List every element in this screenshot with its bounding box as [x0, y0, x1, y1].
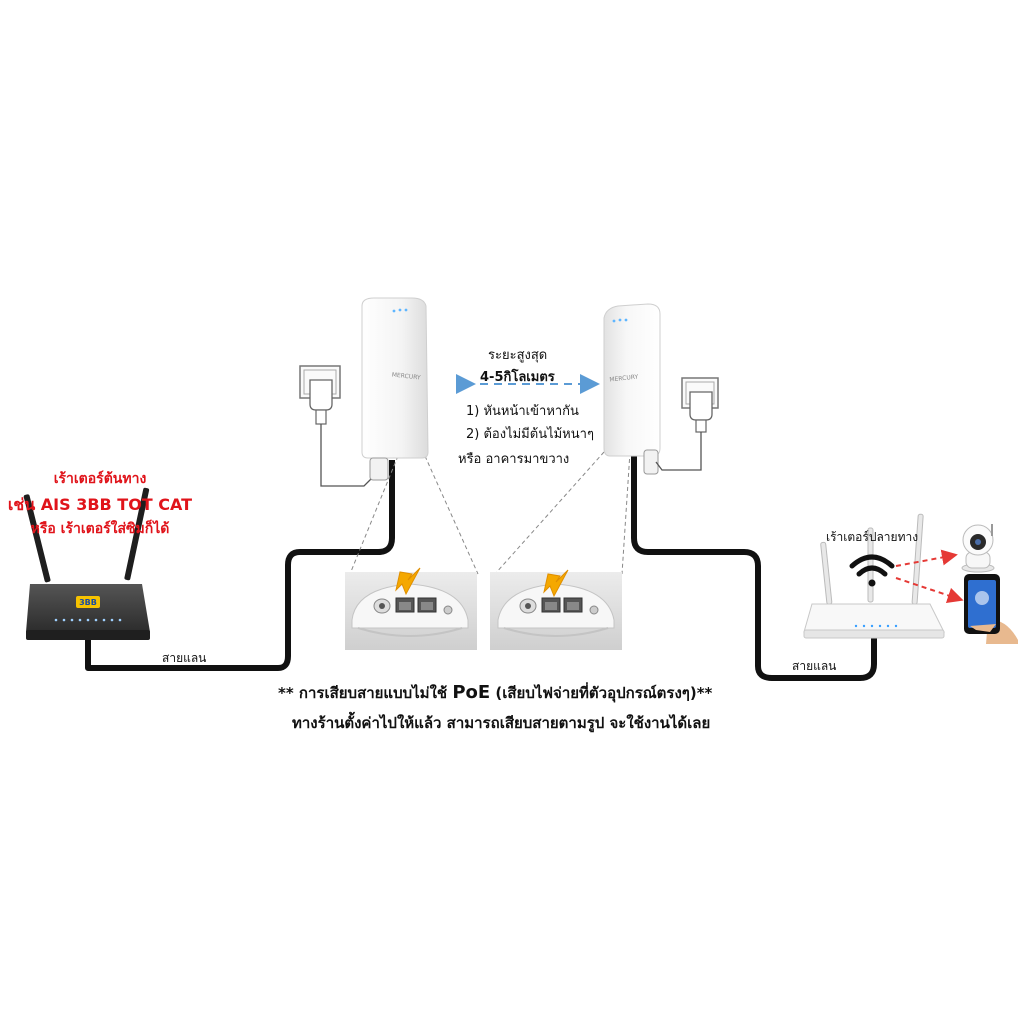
isp-badge — [76, 596, 100, 608]
signal-arrow-camera — [895, 549, 958, 567]
source-router-label-1: เร้าเตอร์ต้นทาง — [53, 471, 147, 487]
right-outdoor-cpe: MERCURY — [603, 303, 661, 475]
cpe-brand-left: MERCURY — [391, 372, 421, 382]
wifi-icon — [849, 554, 895, 587]
power-adapter-icon — [655, 377, 719, 471]
range-distance: 4-5กิโลเมตร — [480, 370, 555, 385]
zoom-guides — [349, 451, 631, 575]
cable-label-right: สายแลน — [792, 659, 837, 673]
source-router-label-3: หรือ เร้าเตอร์ใส่ซิมก็ได้ — [30, 521, 170, 537]
ip-camera-icon — [961, 524, 995, 573]
isp-badge-text: 3BB — [79, 598, 97, 607]
source-router: 3BB — [23, 487, 150, 640]
smartphone-icon — [964, 574, 1018, 644]
range-title: ระยะสูงสุด — [488, 348, 548, 363]
footer-note-line-2: ทางร้านตั้งค่าไปให้แล้ว สามารถเสียบสายตา… — [292, 714, 711, 732]
power-adapter-icon — [299, 365, 373, 487]
footer-suffix: (เสียบไฟจ่ายที่ตัวอุปกรณ์ตรงๆ)** — [495, 684, 713, 702]
cable-label-left: สายแลน — [162, 651, 207, 665]
port-arrow-icon — [395, 567, 421, 596]
footer-poe: PoE — [452, 682, 491, 703]
footer-note-line-1: ** การเสียบสายแบบไม่ใช้ PoE (เสียบไฟจ่าย… — [278, 681, 712, 705]
signal-arrow-phone — [895, 577, 964, 604]
destination-router-label: เร้าเตอร์ปลายทาง — [826, 530, 919, 544]
footer-prefix: ** การเสียบสายแบบไม่ใช้ — [278, 684, 448, 702]
source-router-label-2: เช่น AIS 3BB TOT CAT — [7, 495, 193, 514]
cpe-brand-right: MERCURY — [609, 373, 639, 383]
range-condition-1: 1) หันหน้าเข้าหากัน — [466, 404, 579, 419]
lan-cable-left — [85, 460, 395, 671]
destination-router — [803, 513, 945, 639]
port-arrow-icon — [543, 569, 569, 598]
left-outdoor-cpe: MERCURY — [361, 297, 429, 481]
range-condition-2: 2) ต้องไม่มีต้นไม้หนาๆ — [466, 427, 594, 442]
lan-cable-right — [631, 452, 877, 681]
range-condition-3: หรือ อาคารมาขวาง — [458, 452, 570, 467]
